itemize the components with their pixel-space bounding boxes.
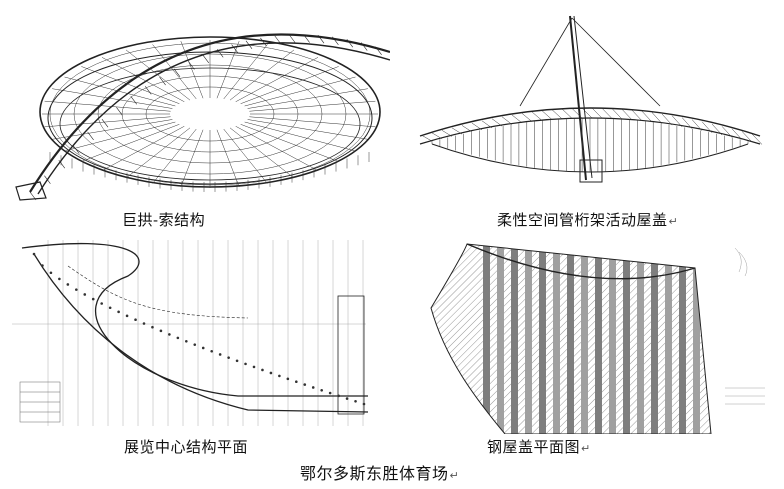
paragraph-mark: ↵ (449, 469, 460, 482)
caption-panel-3: 展览中心结构平面 (124, 438, 248, 456)
caption-panel-1: 巨拱-索结构 (122, 211, 205, 229)
caption-text: 展览中心结构平面 (124, 438, 249, 456)
page-title: 鄂尔多斯东胜体育场↵ (300, 465, 459, 485)
figure-arch-cable-structure (10, 2, 390, 202)
caption-text: 钢屋盖平面图 (487, 438, 581, 456)
caption-text: 柔性空间管桁架活动屋盖 (497, 211, 668, 229)
figure-retractable-roof-elevation (410, 10, 770, 190)
paragraph-mark: ↵ (581, 442, 591, 455)
paragraph-mark: ↵ (668, 215, 679, 228)
caption-text: 巨拱-索结构 (122, 211, 206, 229)
figure-exhibition-center-plan (8, 236, 370, 432)
caption-panel-4: 钢屋盖平面图↵ (487, 438, 591, 458)
caption-panel-2: 柔性空间管桁架活动屋盖↵ (497, 211, 678, 231)
title-text: 鄂尔多斯东胜体育场 (300, 464, 449, 483)
figure-steel-roof-plan (395, 238, 775, 434)
